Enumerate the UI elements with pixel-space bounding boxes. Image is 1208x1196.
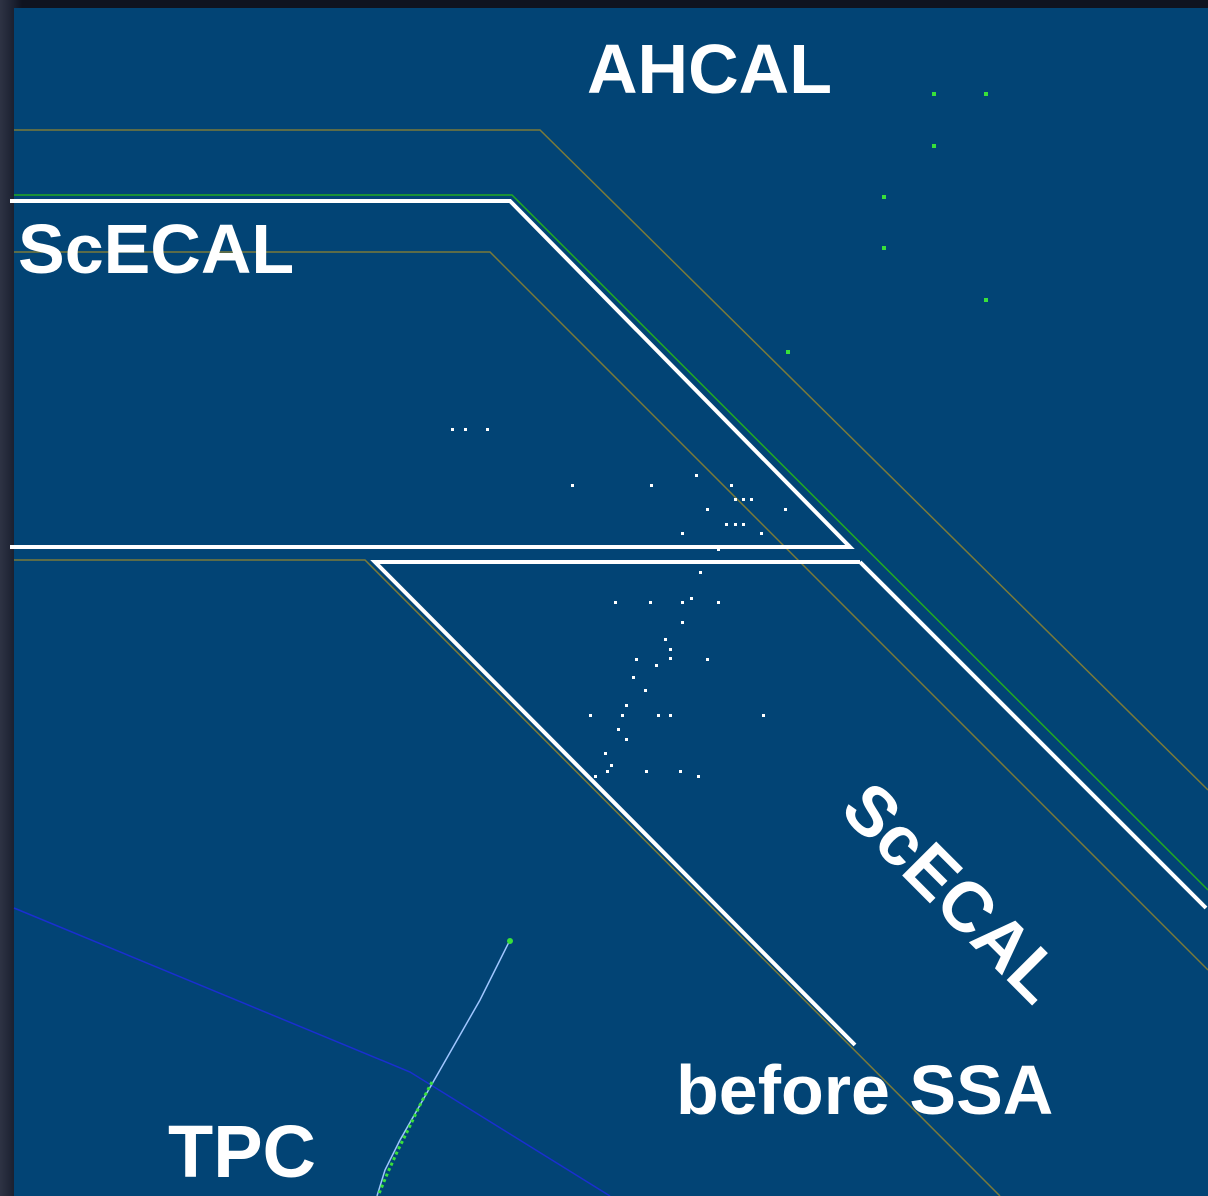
before-ssa-label: before SSA — [676, 1051, 1054, 1129]
scecal-module-outlines — [10, 199, 1208, 1047]
ecal-inner-boundary — [14, 251, 1208, 971]
track-line — [376, 939, 511, 1196]
ecal-hits — [451, 428, 787, 778]
scecal-left-label: ScECAL — [18, 210, 295, 288]
ahcal-hits — [786, 92, 988, 354]
lower-module-outline — [370, 560, 860, 1047]
ahcal-front-boundary — [14, 194, 1208, 891]
lower-module-boundary — [14, 559, 1001, 1196]
tpc-label: TPC — [168, 1110, 316, 1193]
track-hits-green — [376, 1081, 434, 1196]
tpc-boundary — [13, 907, 611, 1196]
event-display-panel — [14, 8, 1208, 1196]
track-endpoint — [507, 938, 513, 944]
ahcal-label: AHCAL — [587, 30, 832, 108]
ahcal-outer-boundary — [14, 129, 1208, 791]
detector-boundaries — [14, 129, 1208, 1196]
tpc-track — [376, 938, 513, 1196]
lower-module-right-edge — [858, 560, 1208, 910]
upper-module-outline — [10, 199, 855, 549]
